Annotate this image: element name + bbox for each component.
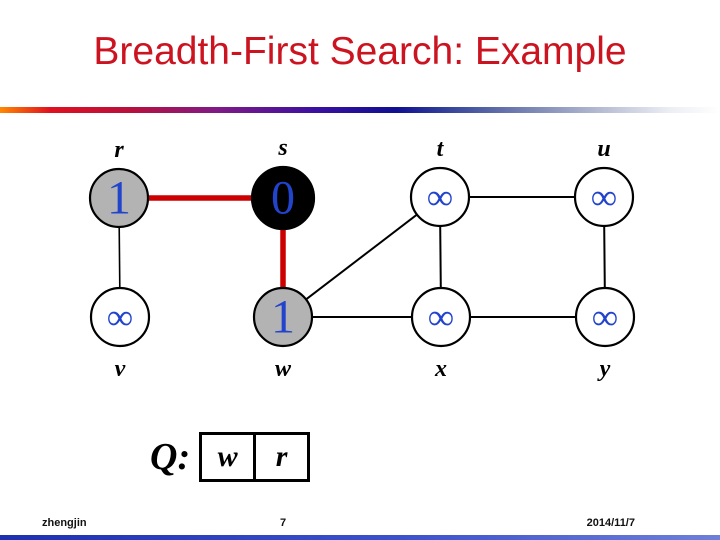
node-s-value: 0 <box>271 172 295 225</box>
bfs-queue: Q: w r <box>150 432 311 482</box>
edge-u-y <box>603 225 606 289</box>
queue-label: Q: <box>150 436 191 478</box>
footer-author: zhengjin <box>42 517 87 529</box>
node-t <box>409 166 471 228</box>
node-w-value: 1 <box>271 291 295 344</box>
queue-cells: w r <box>199 432 311 482</box>
queue-cell-0: w <box>199 432 257 482</box>
node-y-value: ∞ <box>592 297 618 337</box>
edge-t-x <box>439 225 442 289</box>
node-w <box>252 286 314 348</box>
slide-footer: zhengjin 7 2014/11/7 <box>0 517 720 533</box>
node-u-value: ∞ <box>591 177 617 217</box>
footer-page-number: 7 <box>279 517 287 529</box>
node-s <box>250 165 316 231</box>
slide-title: Breadth-First Search: Example <box>93 30 627 73</box>
node-r <box>88 167 150 229</box>
graph-svg: 1 r 0 s ∞ t ∞ u ∞ v 1 w ∞ x ∞ y <box>88 135 636 382</box>
node-t-value: ∞ <box>427 177 453 217</box>
footer-date: 2014/11/7 <box>586 517 635 529</box>
node-s-label: s <box>277 135 287 161</box>
node-r-label: r <box>114 137 124 163</box>
node-w-label: w <box>275 356 292 382</box>
node-u <box>573 166 635 228</box>
node-v-value: ∞ <box>107 297 133 337</box>
node-x <box>410 286 472 348</box>
node-r-value: 1 <box>107 172 131 225</box>
edge-w-t <box>305 213 418 301</box>
node-v-label: v <box>115 356 126 382</box>
node-t-label: t <box>437 136 445 162</box>
node-x-label: x <box>434 356 447 382</box>
node-y-label: y <box>597 356 611 382</box>
edge-r-v <box>118 226 121 289</box>
node-x-value: ∞ <box>428 297 454 337</box>
queue-cell-1: r <box>253 432 311 482</box>
node-y <box>574 286 636 348</box>
title-divider <box>0 107 720 113</box>
node-v <box>89 286 151 348</box>
bottom-bar <box>0 535 720 540</box>
node-u-label: u <box>597 136 610 162</box>
